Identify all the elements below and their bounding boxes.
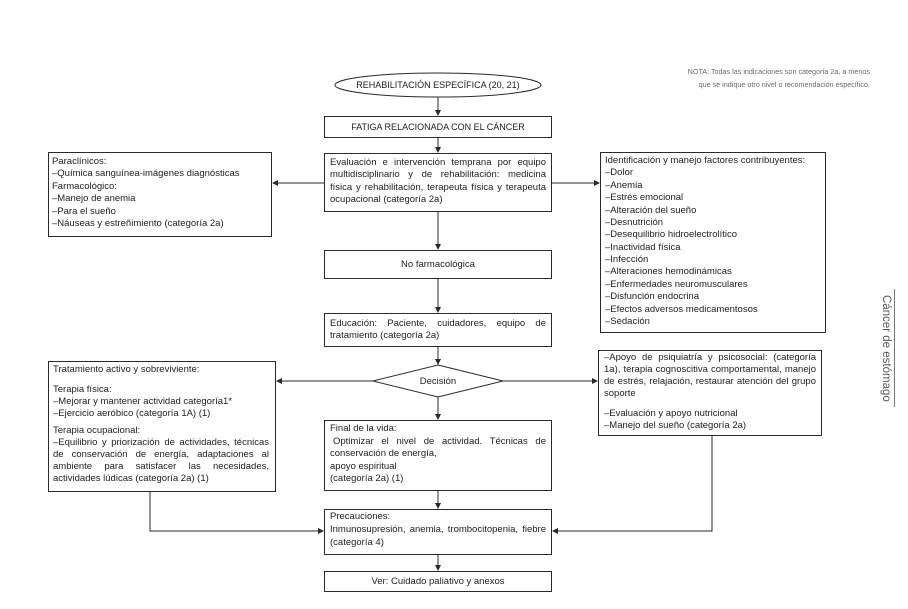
arrow-fatigue-to-evaluation bbox=[435, 138, 441, 153]
list-item: –Manejo de anemia bbox=[52, 193, 136, 205]
end-of-life-box: Final de la vida: Optimizar el nivel de … bbox=[324, 420, 552, 491]
decision-label: Decisión bbox=[419, 375, 457, 387]
connector-path bbox=[558, 436, 713, 532]
list-item: –Ejercicio aeróbico (categoría 1A) (1) bbox=[53, 408, 211, 419]
education-text: Educación: Paciente, cuidadores, equipo … bbox=[330, 318, 546, 342]
arrowhead bbox=[435, 565, 441, 571]
arrowhead bbox=[435, 414, 441, 420]
fatigue-label: FATIGA RELACIONADA CON EL CÁNCER bbox=[351, 122, 525, 132]
arrowhead bbox=[318, 528, 324, 534]
list-item: –Alteraciones hemodinámicas bbox=[605, 266, 732, 278]
arrow-evaluation-to-contributing-factors bbox=[552, 180, 600, 186]
list-item: –Estrés emocional bbox=[605, 192, 684, 204]
arrow-start-to-fatigue bbox=[435, 97, 441, 116]
active-treatment-title: Tratamiento activo y sobreviviente: bbox=[53, 364, 200, 375]
arrow-evaluation-to-diagnostics bbox=[272, 180, 324, 186]
psychosocial-support-text: –Apoyo de psiquiatría y psicosocial: (ca… bbox=[604, 352, 816, 399]
list-item: –Para el sueño bbox=[52, 205, 116, 217]
start-node-label: REHABILITACIÓN ESPECÍFICA (20, 21) bbox=[356, 80, 520, 90]
list-item: –Anemia bbox=[605, 179, 643, 191]
connector-path bbox=[149, 492, 318, 532]
arrowhead bbox=[435, 244, 441, 250]
end-of-life-title: Final de la vida: bbox=[330, 423, 397, 434]
precautions-box: Precauciones: Inmunosupresión, anemia, t… bbox=[324, 509, 552, 555]
evaluation-box: Evaluación e intervención temprana por e… bbox=[324, 153, 552, 212]
arrowhead bbox=[592, 378, 598, 384]
arrowhead bbox=[435, 147, 441, 153]
arrow-decision-to-psychosocial bbox=[503, 378, 598, 384]
non-pharmacological-label: No farmacológica bbox=[401, 259, 475, 270]
note-line: NOTA: Todas las indicaciones son categor… bbox=[687, 67, 870, 76]
physical-therapy-group: Terapia física: –Mejorar y mantener acti… bbox=[53, 384, 269, 420]
occupational-therapy-text: –Equilibrio y priorización de actividade… bbox=[53, 437, 269, 484]
arrow-evaluation-to-non-pharmacological bbox=[435, 212, 441, 250]
non-pharmacological-box: No farmacológica bbox=[324, 250, 552, 279]
arrow-non-pharmacological-to-education bbox=[435, 279, 441, 313]
evaluation-text: Evaluación e intervención temprana por e… bbox=[330, 157, 546, 206]
list-item: –Química sanguínea-imágenes diagnósticas bbox=[52, 168, 240, 180]
arrow-education-to-decision bbox=[435, 347, 441, 365]
section-side-label: Cáncer de estómago bbox=[879, 289, 895, 407]
diagnostics-box: Paraclínicos: –Química sanguínea-imágene… bbox=[48, 152, 272, 237]
note-line: que se indique otro nivel o recomendació… bbox=[698, 80, 870, 89]
arrow-precautions-to-see-also bbox=[435, 555, 441, 571]
arrowhead bbox=[594, 180, 600, 186]
arrow-end-of-life-to-precautions bbox=[435, 491, 441, 509]
arrowhead bbox=[272, 180, 278, 186]
contributing-factors-box: Identificación y manejo factores contrib… bbox=[600, 152, 826, 333]
list-item: –Efectos adversos medicamentosos bbox=[605, 303, 758, 315]
arrowhead bbox=[435, 359, 441, 365]
fatigue-box: FATIGA RELACIONADA CON EL CÁNCER bbox=[324, 116, 552, 138]
list-item: –Alteración del sueño bbox=[605, 204, 697, 216]
psychosocial-items: –Evaluación y apoyo nutricional –Manejo … bbox=[604, 408, 816, 432]
arrow-decision-to-active-treatment bbox=[276, 378, 373, 384]
occupational-therapy-title: Terapia ocupacional: bbox=[53, 425, 141, 436]
arrowhead bbox=[435, 307, 441, 313]
list-item: –Evaluación y apoyo nutricional bbox=[604, 408, 738, 419]
list-item: –Mejorar y mantener actividad categoría1… bbox=[53, 396, 233, 407]
occupational-therapy-group: Terapia ocupacional: –Equilibrio y prior… bbox=[53, 425, 269, 485]
list-item: –Desnutrición bbox=[605, 216, 664, 228]
list-item: –Inactividad física bbox=[605, 241, 681, 253]
arrowhead bbox=[552, 528, 558, 534]
education-box: Educación: Paciente, cuidadores, equipo … bbox=[324, 313, 552, 347]
contributing-factors-title: Identificación y manejo factores contrib… bbox=[605, 155, 806, 166]
list-item: –Sedación bbox=[605, 315, 650, 327]
list-item: –Infección bbox=[605, 254, 649, 265]
list-item: –Dolor bbox=[605, 167, 633, 179]
list-item: –Enfermedades neuromusculares bbox=[605, 278, 748, 290]
pharmacological-title: Farmacológico: bbox=[52, 180, 117, 192]
physical-therapy-title: Terapia física: bbox=[53, 384, 112, 395]
arrowhead bbox=[276, 378, 282, 384]
arrowhead bbox=[435, 503, 441, 509]
precautions-text: Inmunosupresión, anemia, trombocitopenia… bbox=[330, 523, 546, 548]
category-note: NOTA: Todas las indicaciones son categor… bbox=[688, 65, 870, 91]
end-of-life-line: Optimizar el nivel de actividad. Técnica… bbox=[333, 435, 546, 447]
end-of-life-line: (categoría 2a) (1) bbox=[330, 473, 404, 485]
list-item: –Manejo del sueño (categoría 2a) bbox=[604, 420, 747, 431]
connector-psychosocial-to-precautions bbox=[552, 436, 713, 534]
psychosocial-box: –Apoyo de psiquiatría y psicosocial: (ca… bbox=[598, 350, 822, 436]
see-also-box: Ver: Cuidado paliativo y anexos bbox=[324, 571, 552, 592]
arrow-decision-to-end-of-life bbox=[435, 397, 441, 420]
list-item: –Desequilibrio hidroelectrolítico bbox=[605, 229, 738, 241]
end-of-life-line: apoyo espiritual bbox=[330, 460, 397, 472]
arrowhead bbox=[435, 110, 441, 116]
precautions-title: Precauciones: bbox=[330, 511, 391, 522]
see-also-label: Ver: Cuidado paliativo y anexos bbox=[371, 576, 505, 587]
end-of-life-line: conservación de energía, bbox=[330, 448, 437, 460]
connector-active-treatment-to-precautions bbox=[149, 492, 324, 534]
paraclinical-title: Paraclínicos: bbox=[52, 156, 107, 167]
list-item: –Disfunción endocrina bbox=[605, 291, 700, 303]
list-item: –Náuseas y estreñimiento (categoría 2a) bbox=[52, 218, 224, 230]
active-treatment-box: Tratamiento activo y sobreviviente: Tera… bbox=[48, 361, 276, 492]
